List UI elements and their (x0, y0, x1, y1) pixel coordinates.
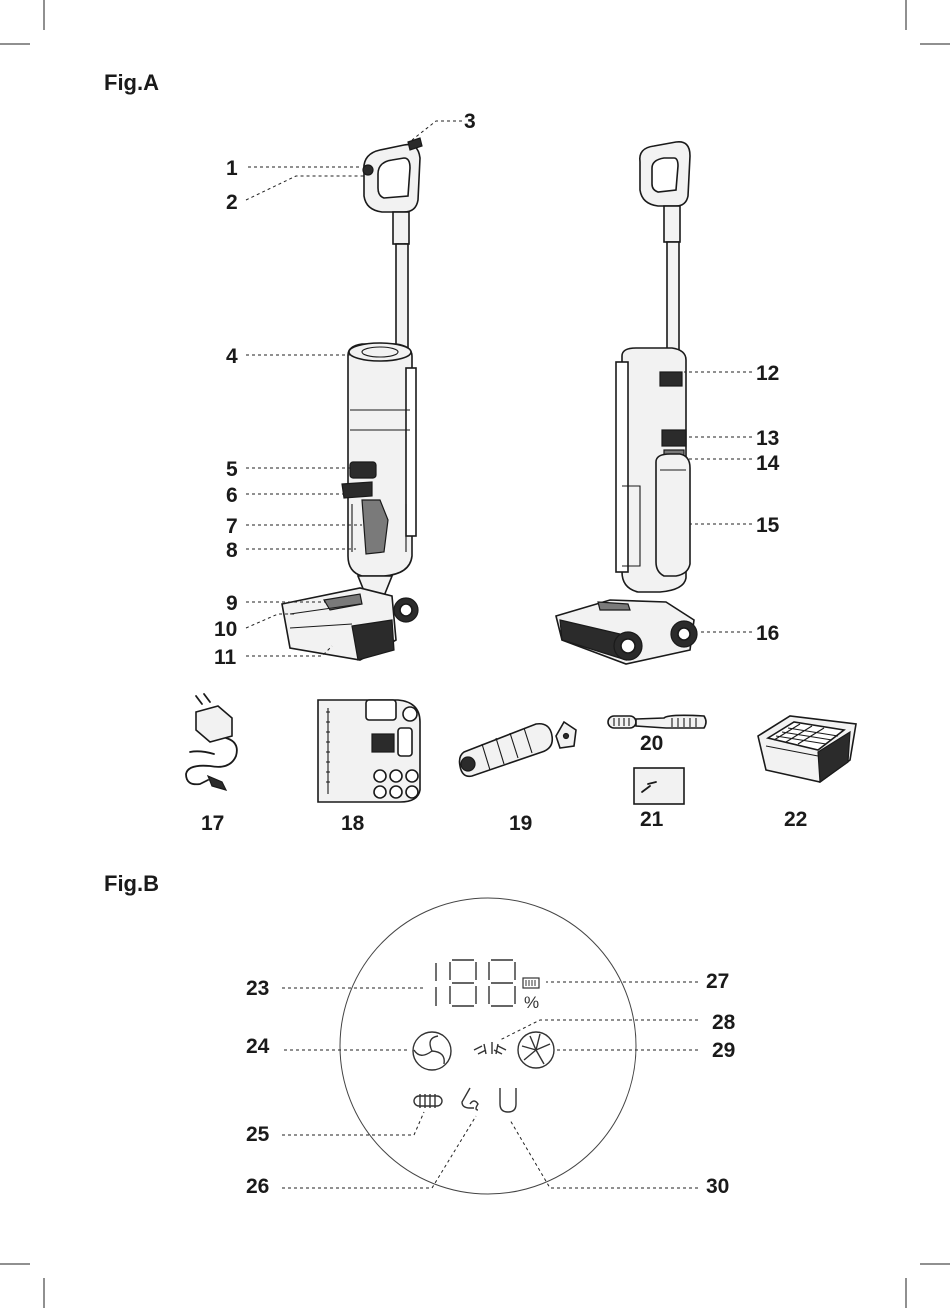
callout-28: 28 (712, 1011, 736, 1034)
callout-27: 27 (706, 970, 729, 993)
water-drop-icon (462, 1088, 478, 1110)
brush-roller-icon (414, 1094, 442, 1108)
callout-12: 12 (756, 362, 779, 385)
callout-1: 1 (226, 157, 238, 180)
callout-22: 22 (784, 808, 807, 831)
callout-23: 23 (246, 977, 269, 1000)
callout-16: 16 (756, 622, 779, 645)
callout-7: 7 (226, 515, 238, 538)
fan-left-icon (413, 1032, 451, 1070)
vacuum-front-view (282, 138, 422, 660)
fan-right-icon (518, 1032, 554, 1068)
fig-b-callouts: 23 24 25 26 27 28 29 30 (246, 970, 736, 1198)
lcd-percentage-digits (436, 960, 515, 1006)
callout-26: 26 (246, 1175, 269, 1198)
callout-14: 14 (756, 452, 780, 475)
callout-18: 18 (341, 812, 365, 835)
cleaning-brush-accessory (608, 715, 706, 728)
control-panel-display: % (340, 898, 636, 1194)
callout-21: 21 (640, 808, 664, 831)
callout-24: 24 (246, 1035, 270, 1058)
tank-u-icon (500, 1088, 516, 1112)
callout-13: 13 (756, 427, 779, 450)
callout-25: 25 (246, 1123, 270, 1146)
callout-20: 20 (640, 732, 663, 755)
callout-2: 2 (226, 191, 238, 214)
callout-8: 8 (226, 539, 238, 562)
adapter-accessory (186, 694, 237, 790)
fig-a-title: Fig.A (104, 70, 159, 95)
fig-b-title: Fig.B (104, 871, 159, 896)
callout-6: 6 (226, 484, 238, 507)
display-circle-outline (340, 898, 636, 1194)
callout-11: 11 (214, 646, 237, 669)
callout-10: 10 (214, 618, 237, 641)
callout-9: 9 (226, 592, 238, 615)
callout-30: 30 (706, 1175, 729, 1198)
manual-accessory (634, 768, 684, 804)
self-cleaning-spray-icon (474, 1042, 506, 1054)
percent-sign: % (524, 993, 539, 1012)
charging-base-accessory (318, 700, 420, 802)
callout-17: 17 (201, 812, 224, 835)
callout-15: 15 (756, 514, 780, 537)
fig-a-callouts: 1 2 3 4 5 6 7 8 9 10 11 12 13 14 15 16 1… (201, 110, 807, 835)
fig-b-leader-lines (282, 982, 698, 1188)
battery-icon (523, 978, 539, 988)
hepa-filter-accessory (758, 716, 856, 782)
roller-brush-accessory (460, 722, 577, 776)
callout-4: 4 (226, 345, 238, 368)
callout-5: 5 (226, 458, 238, 481)
callout-19: 19 (509, 812, 532, 835)
callout-29: 29 (712, 1039, 735, 1062)
vacuum-back-view (556, 142, 697, 664)
callout-3: 3 (464, 110, 476, 133)
